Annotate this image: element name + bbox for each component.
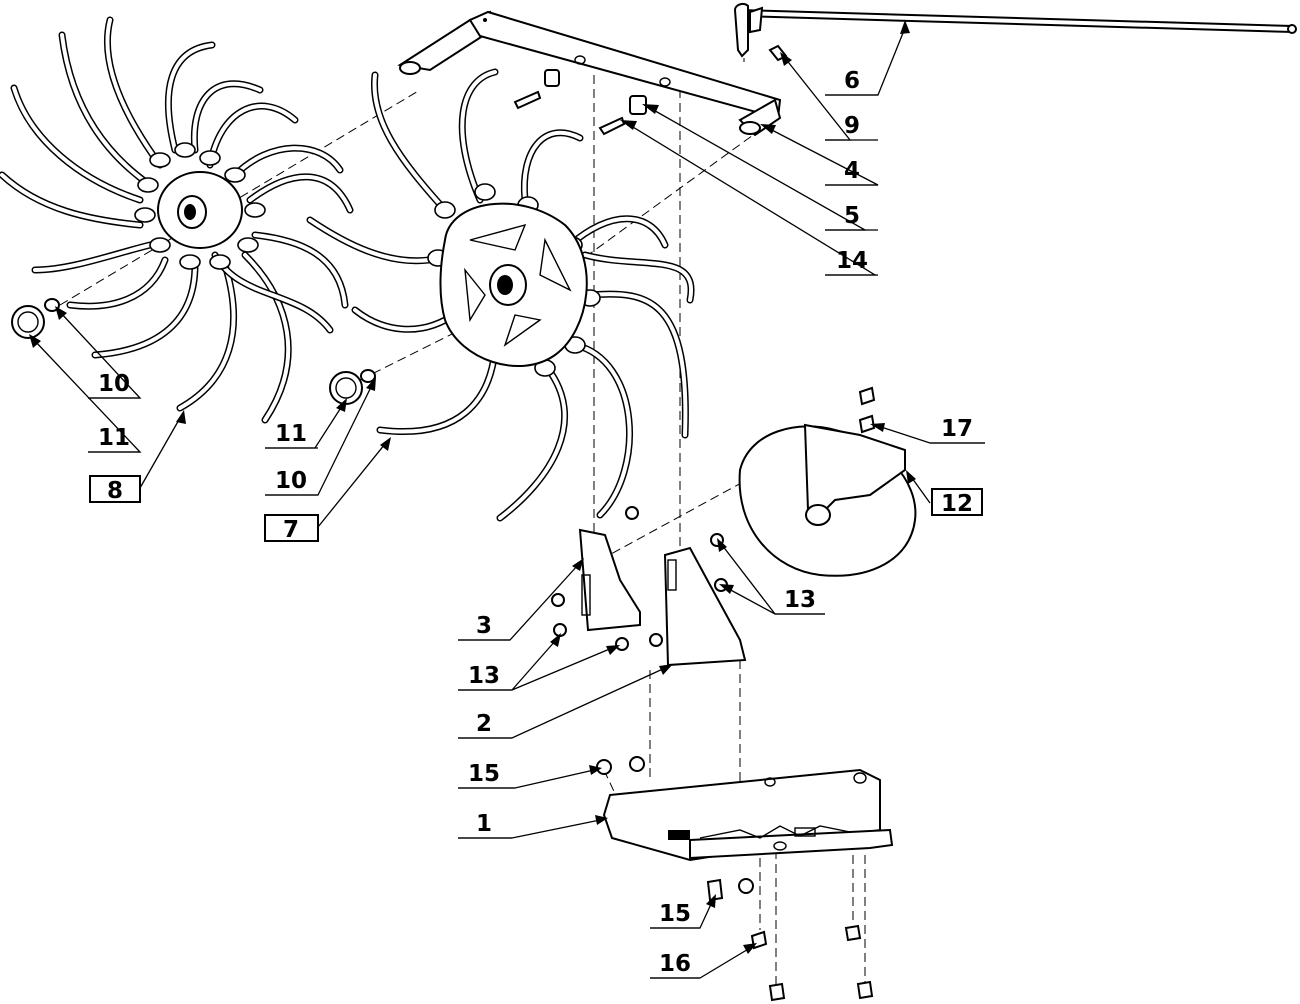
handle-rod: [733, 2, 1297, 58]
callout-labels: 6 9 4 5 14 10 11 8 11 10 7 17 12 13 3 13…: [88, 68, 985, 979]
callout-12-box: [931, 488, 983, 516]
front-hub-bore: [497, 275, 513, 295]
nuts-13: [551, 593, 663, 651]
callout-14: 14: [836, 248, 868, 274]
label-plate: [668, 830, 690, 840]
callout-10-right: 10: [275, 468, 307, 494]
base-plate: [602, 768, 894, 862]
tines-front: [306, 68, 695, 522]
tines-rear: [0, 16, 354, 424]
depth-wheel: [738, 386, 917, 577]
rake-wheel-rear: [0, 16, 354, 424]
spring-coils-rear: [134, 142, 266, 270]
bushing-upper: [544, 69, 560, 87]
callout-5: 5: [844, 203, 860, 229]
rake-wheel-front: [306, 68, 695, 522]
callout-13-right: 13: [784, 587, 816, 613]
bolt-upper: [513, 90, 542, 110]
callout-6: 6: [844, 68, 860, 94]
axle-fasteners: [513, 44, 788, 136]
callout-17: 17: [941, 416, 973, 442]
callout-11-right: 11: [275, 421, 307, 447]
nut-15a: [596, 759, 612, 775]
hub-caps: [11, 298, 376, 405]
nut-upper: [625, 506, 639, 520]
callout-16: 16: [659, 951, 691, 977]
callout-3: 3: [476, 613, 492, 639]
callout-15-upper: 15: [468, 761, 500, 787]
callout-12: 12: [941, 491, 973, 517]
callout-15-lower: 15: [659, 901, 691, 927]
washer-left: [44, 298, 60, 312]
callout-7: 7: [283, 517, 299, 543]
callout-9: 9: [844, 113, 860, 139]
hub-cap-left: [11, 305, 45, 339]
bolt-17-upper: [858, 386, 876, 406]
callout-2: 2: [476, 711, 492, 737]
bolt-15b: [706, 878, 724, 902]
bracket-2: [663, 533, 747, 667]
rear-hub-bore: [184, 204, 196, 220]
bolt-17: [858, 414, 876, 434]
callout-8: 8: [107, 478, 123, 504]
callout-10-left: 10: [98, 371, 130, 397]
callout-8-box: [89, 475, 141, 503]
axle-frame: [397, 10, 782, 137]
callout-11-left: 11: [98, 425, 130, 451]
bracket-3: [578, 506, 641, 632]
washer-right: [360, 369, 376, 383]
base-fasteners: [596, 756, 874, 1002]
callout-7-box: [264, 514, 319, 542]
bolt-14: [598, 116, 626, 136]
callout-13-left: 13: [468, 663, 500, 689]
callout-4: 4: [844, 158, 860, 184]
callout-1: 1: [476, 811, 492, 837]
